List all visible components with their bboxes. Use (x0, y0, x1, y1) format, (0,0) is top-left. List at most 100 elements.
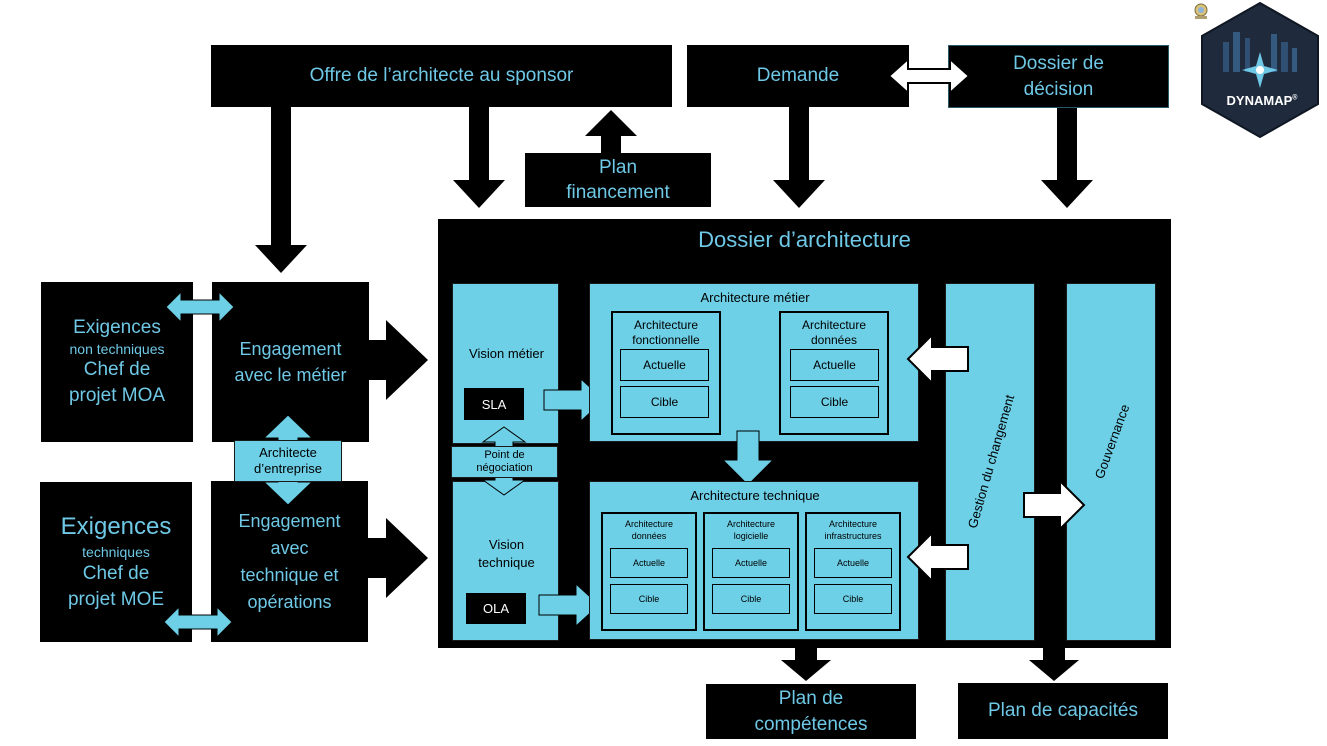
arrow-offre-to-dossier (453, 107, 505, 208)
exig-nt-line3: Chef de (83, 359, 151, 380)
dynamap-word: DYNAMAP (1226, 93, 1293, 108)
gouvernance-panel: Gouvernance (1066, 283, 1156, 641)
t-al-line1: Architecture (726, 519, 776, 529)
t-al-cible-box: Cible (712, 584, 790, 614)
engagement-tech-line1: Engagement (238, 510, 341, 531)
archi-donnees-label: Architecture données (781, 318, 887, 348)
plan-capacites-box: Plan de capacités (958, 683, 1168, 739)
engagement-metier-line1: Engagement (239, 339, 342, 359)
vision-technique-label: Vision technique (453, 536, 560, 572)
arrow-engagement-tech-to-dossier (368, 518, 428, 598)
tech-al-label: Architecture logicielle (705, 518, 797, 542)
vision-metier-label: Vision métier (469, 346, 544, 361)
arrow-offre-to-engagement (255, 107, 307, 273)
point-neg-line1: Point de (484, 449, 525, 461)
dynamap-logo (1201, 1, 1319, 139)
archi-metier-title: Architecture métier (700, 290, 810, 305)
gestion-changement-panel: Gestion du changement (945, 283, 1035, 641)
exigences-techniques-box: Exigences techniques Chef de projet MOE (40, 482, 192, 642)
award-medal-icon (1194, 3, 1208, 19)
arrow-decision-down (1041, 108, 1093, 208)
t-al-cible-label: Cible (740, 594, 762, 604)
t-ad-line1: Architecture (624, 519, 674, 529)
exig-t-line1: Exigences (60, 513, 172, 540)
dossier-decision-box: Dossier de décision (948, 45, 1169, 108)
dossier-decision-label-1: Dossier de (1013, 52, 1104, 74)
dynamap-logo-text: DYNAMAP® (1216, 93, 1308, 108)
archi-entreprise-line1: Architecte (259, 445, 317, 460)
archi-tech-title: Architecture technique (690, 488, 820, 503)
demande-box: Demande (687, 45, 909, 107)
t-ai-actuelle-label: Actuelle (836, 558, 870, 568)
arrow-exig-engagement-metier (165, 290, 235, 324)
ad-line2: données (810, 333, 858, 347)
t-ai-cible-box: Cible (814, 584, 892, 614)
plan-competences-line2: compétences (754, 713, 868, 735)
t-al-line2: logicielle (733, 531, 769, 541)
t-ad-cible-box: Cible (610, 584, 688, 614)
plan-financement-label-2: financement (566, 182, 670, 203)
af-actuelle-label: Actuelle (643, 358, 686, 372)
t-ad-actuelle-label: Actuelle (632, 558, 666, 568)
exig-nt-line4: projet MOA (68, 385, 166, 406)
tech-ad-label: Architecture données (603, 518, 695, 542)
arrow-vision-tech-to-archi (538, 582, 600, 628)
t-ai-line1: Architecture (828, 519, 878, 529)
arrow-demande-down (773, 107, 825, 208)
exig-nt-line2: non techniques (69, 341, 165, 357)
af-actuelle-box: Actuelle (620, 349, 709, 381)
af-line1: Architecture (633, 318, 699, 332)
t-al-actuelle-label: Actuelle (734, 558, 768, 568)
arrow-metier-to-technique (721, 430, 775, 486)
demande-label: Demande (756, 65, 840, 86)
point-negociation-box: Point de négociation (451, 446, 558, 478)
t-ai-line2: infrastructures (824, 531, 882, 541)
t-ai-actuelle-box: Actuelle (814, 548, 892, 578)
engagement-tech-line3: technique et (240, 564, 339, 585)
engagement-tech-line4: opérations (247, 591, 332, 612)
ad-cible-label: Cible (820, 395, 849, 409)
exig-t-line3: Chef de (82, 563, 150, 584)
plan-financement-label-1: Plan (598, 157, 638, 178)
offre-architecte-sponsor-box: Offre de l’architecte au sponsor (211, 45, 672, 107)
af-cible-box: Cible (620, 386, 709, 418)
exig-t-line2: techniques (82, 544, 150, 560)
sla-tag: SLA (464, 388, 524, 420)
ad-line1: Architecture (801, 318, 867, 332)
arrow-demande-decision-both (887, 56, 971, 96)
exig-t-line4: projet MOE (67, 589, 165, 610)
t-al-actuelle-box: Actuelle (712, 548, 790, 578)
arrow-exig-engagement-tech (163, 605, 233, 639)
ola-label: OLA (482, 601, 509, 616)
vision-tech-line2: technique (478, 555, 535, 570)
tech-ai-label: Architecture infrastructures (807, 518, 899, 542)
plan-financement-box: Plan financement (525, 153, 711, 207)
engagement-technique-box: Engagement avec technique et opérations (211, 481, 368, 642)
plan-capacites-label: Plan de capacités (988, 700, 1138, 721)
arrow-plan-financement-up (585, 110, 637, 156)
arrow-gestion-to-archi-tech (906, 530, 969, 584)
t-ad-actuelle-box: Actuelle (610, 548, 688, 578)
engagement-metier-box: Engagement avec le métier (212, 282, 369, 442)
arrow-to-plan-capacites (1029, 646, 1079, 681)
ola-tag: OLA (466, 593, 526, 624)
exig-nt-line1: Exigences (73, 317, 161, 338)
dossier-architecture-title: Dossier d’architecture (698, 227, 911, 252)
t-ad-line2: données (631, 531, 667, 541)
engagement-tech-line2: avec (270, 537, 309, 558)
ad-actuelle-box: Actuelle (790, 349, 879, 381)
offre-label: Offre de l’architecte au sponsor (309, 65, 574, 86)
engagement-metier-line2: avec le métier (234, 365, 347, 385)
t-ad-cible-label: Cible (638, 594, 660, 604)
registered-mark: ® (1292, 94, 1298, 102)
arrow-gestion-to-archi-metier (906, 332, 969, 386)
arrow-gestion-to-gouvernance (1023, 478, 1086, 532)
af-line2: fonctionnelle (632, 333, 700, 347)
arrow-engagement-metier-to-dossier (368, 320, 428, 400)
plan-competences-box: Plan de compétences (706, 684, 916, 739)
t-ai-cible-label: Cible (842, 594, 864, 604)
af-cible-label: Cible (650, 395, 679, 409)
architecte-entreprise-box: Architecte d’entreprise (234, 440, 342, 482)
ad-actuelle-label: Actuelle (813, 358, 856, 372)
vision-tech-line1: Vision (488, 537, 525, 552)
